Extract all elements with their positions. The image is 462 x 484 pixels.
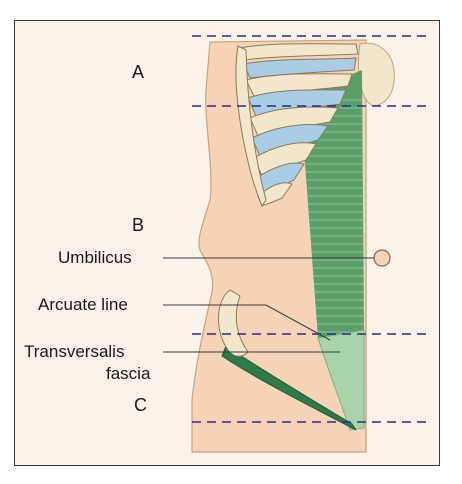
rib-cage (235, 43, 359, 208)
region-divider-lines (192, 35, 430, 423)
iliac-crest (217, 289, 249, 357)
leader-lines (163, 257, 374, 353)
transversalis-fascia-label-line1: Transversalis (24, 342, 125, 361)
region-label-b: B (132, 215, 145, 235)
region-label-a: A (132, 62, 145, 82)
umbilicus-label: Umbilicus (58, 248, 132, 267)
shoulder-bone (358, 42, 395, 107)
umbilicus-marker (373, 249, 391, 267)
region-label-c: C (134, 395, 147, 415)
transversalis-fascia-label-line2: fascia (106, 364, 151, 383)
arcuate-line-label: Arcuate line (38, 295, 128, 314)
transversalis-fascia-strip (221, 345, 357, 431)
